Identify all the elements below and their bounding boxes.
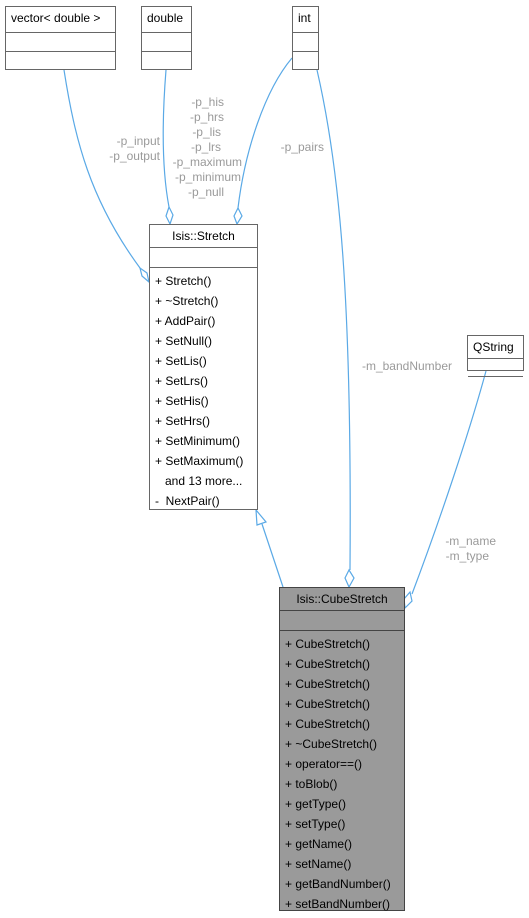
method-gettype: + getType() [285, 797, 347, 811]
method-sethis: + SetHis() [155, 394, 209, 408]
method-setnull: + SetNull() [155, 334, 213, 348]
methods-section [293, 51, 318, 69]
edge-label-line: -p_minimum [174, 170, 241, 184]
diamond-qstring-cubestretch [403, 590, 413, 610]
method-cubestretch: + CubeStretch() [285, 697, 371, 711]
class-isis-stretch[interactable]: Isis::Stretch + Stretch() + ~Stretch() +… [149, 224, 258, 510]
class-int[interactable]: int [292, 6, 319, 70]
diamond-vector-stretch [139, 266, 150, 284]
class-double[interactable]: double [141, 6, 192, 70]
edge-label-vector-stretch: -p_input -p_output [92, 134, 160, 164]
edge-label-line: -p_maximum [172, 155, 242, 169]
attributes-section [468, 358, 523, 376]
class-title: QString [473, 340, 514, 354]
attributes-section [280, 610, 404, 630]
class-title: vector< double > [11, 11, 101, 25]
attributes-section [293, 32, 318, 51]
methods-section [6, 51, 115, 69]
method-stretch: + Stretch() [155, 274, 212, 288]
method-operator-eq: + operator==() [285, 757, 363, 771]
class-qstring[interactable]: QString [467, 335, 524, 377]
method-getbandnumber: + getBandNumber() [285, 877, 391, 891]
class-title: int [298, 11, 311, 25]
edge-label-int-cubestretch: -m_bandNumber [352, 359, 452, 374]
methods-section [468, 376, 523, 394]
edge-label-line: -p_lrs [190, 140, 221, 154]
edge-label-int-stretch: -p_pairs [276, 140, 324, 155]
inheritance-arrowhead [255, 508, 268, 526]
method-addpair: + AddPair() [155, 314, 216, 328]
diamond-int-cubestretch [344, 568, 355, 589]
method-cubestretch: + CubeStretch() [285, 657, 371, 671]
edge-label-line: -m_type [445, 549, 489, 563]
edge-label-line: -m_bandNumber [361, 359, 452, 373]
edge-label-line: -p_output [109, 149, 160, 163]
edge-label-line: -p_lis [192, 125, 221, 139]
edge-label-line: -p_his [191, 95, 224, 109]
method-cubestretch: + CubeStretch() [285, 717, 371, 731]
class-title: double [147, 11, 184, 25]
edge-label-line: -m_name [445, 534, 496, 548]
method-cubestretch: + CubeStretch() [285, 637, 371, 651]
method-sethrs: + SetHrs() [155, 414, 211, 428]
method-destructor: + ~CubeStretch() [285, 737, 378, 751]
edge-inheritance [261, 523, 284, 588]
class-isis-cubestretch[interactable]: Isis::CubeStretch + CubeStretch() + Cube… [279, 587, 405, 911]
more-methods: and 13 more... [155, 474, 243, 488]
edge-vector-stretch [63, 69, 141, 269]
edge-label-line: -p_input [116, 134, 160, 148]
diamond-double-stretch [165, 205, 174, 226]
method-toblob: + toBlob() [285, 777, 338, 791]
edge-int-cubestretch [316, 69, 351, 571]
method-destructor: + ~Stretch() [155, 294, 219, 308]
edge-label-qstring-cubestretch: -m_name -m_type [436, 534, 496, 564]
method-getname: + getName() [285, 837, 353, 851]
method-nextpair: - NextPair() [155, 494, 220, 508]
diamond-int-stretch [233, 206, 243, 226]
edge-label-line: -p_null [187, 185, 224, 199]
edge-qstring-cubestretch [411, 370, 487, 595]
method-setminimum: + SetMinimum() [155, 434, 241, 448]
method-settype: + setType() [285, 817, 346, 831]
edge-label-double-stretch: -p_his -p_hrs -p_lis -p_lrs -p_maximum -… [160, 95, 242, 200]
methods-section: + CubeStretch() + CubeStretch() + CubeSt… [280, 630, 404, 914]
edge-label-line: -p_pairs [280, 140, 324, 154]
method-cubestretch: + CubeStretch() [285, 677, 371, 691]
method-setlrs: + SetLrs() [155, 374, 209, 388]
class-vector-double[interactable]: vector< double > [5, 6, 116, 70]
attributes-section [142, 32, 191, 51]
method-setname: + setName() [285, 857, 352, 871]
methods-section [142, 51, 191, 69]
class-title: Isis::Stretch [172, 229, 235, 243]
attributes-section [6, 32, 115, 51]
methods-section: + Stretch() + ~Stretch() + AddPair() + S… [150, 267, 257, 511]
edge-int-stretch [237, 57, 293, 209]
method-setbandnumber: + setBandNumber() [285, 897, 391, 911]
class-title: Isis::CubeStretch [296, 592, 388, 606]
method-setlis: + SetLis() [155, 354, 207, 368]
edge-label-line: -p_hrs [189, 110, 224, 124]
edge-double-stretch [162, 69, 170, 208]
method-setmaximum: + SetMaximum() [155, 454, 244, 468]
attributes-section [150, 247, 257, 267]
